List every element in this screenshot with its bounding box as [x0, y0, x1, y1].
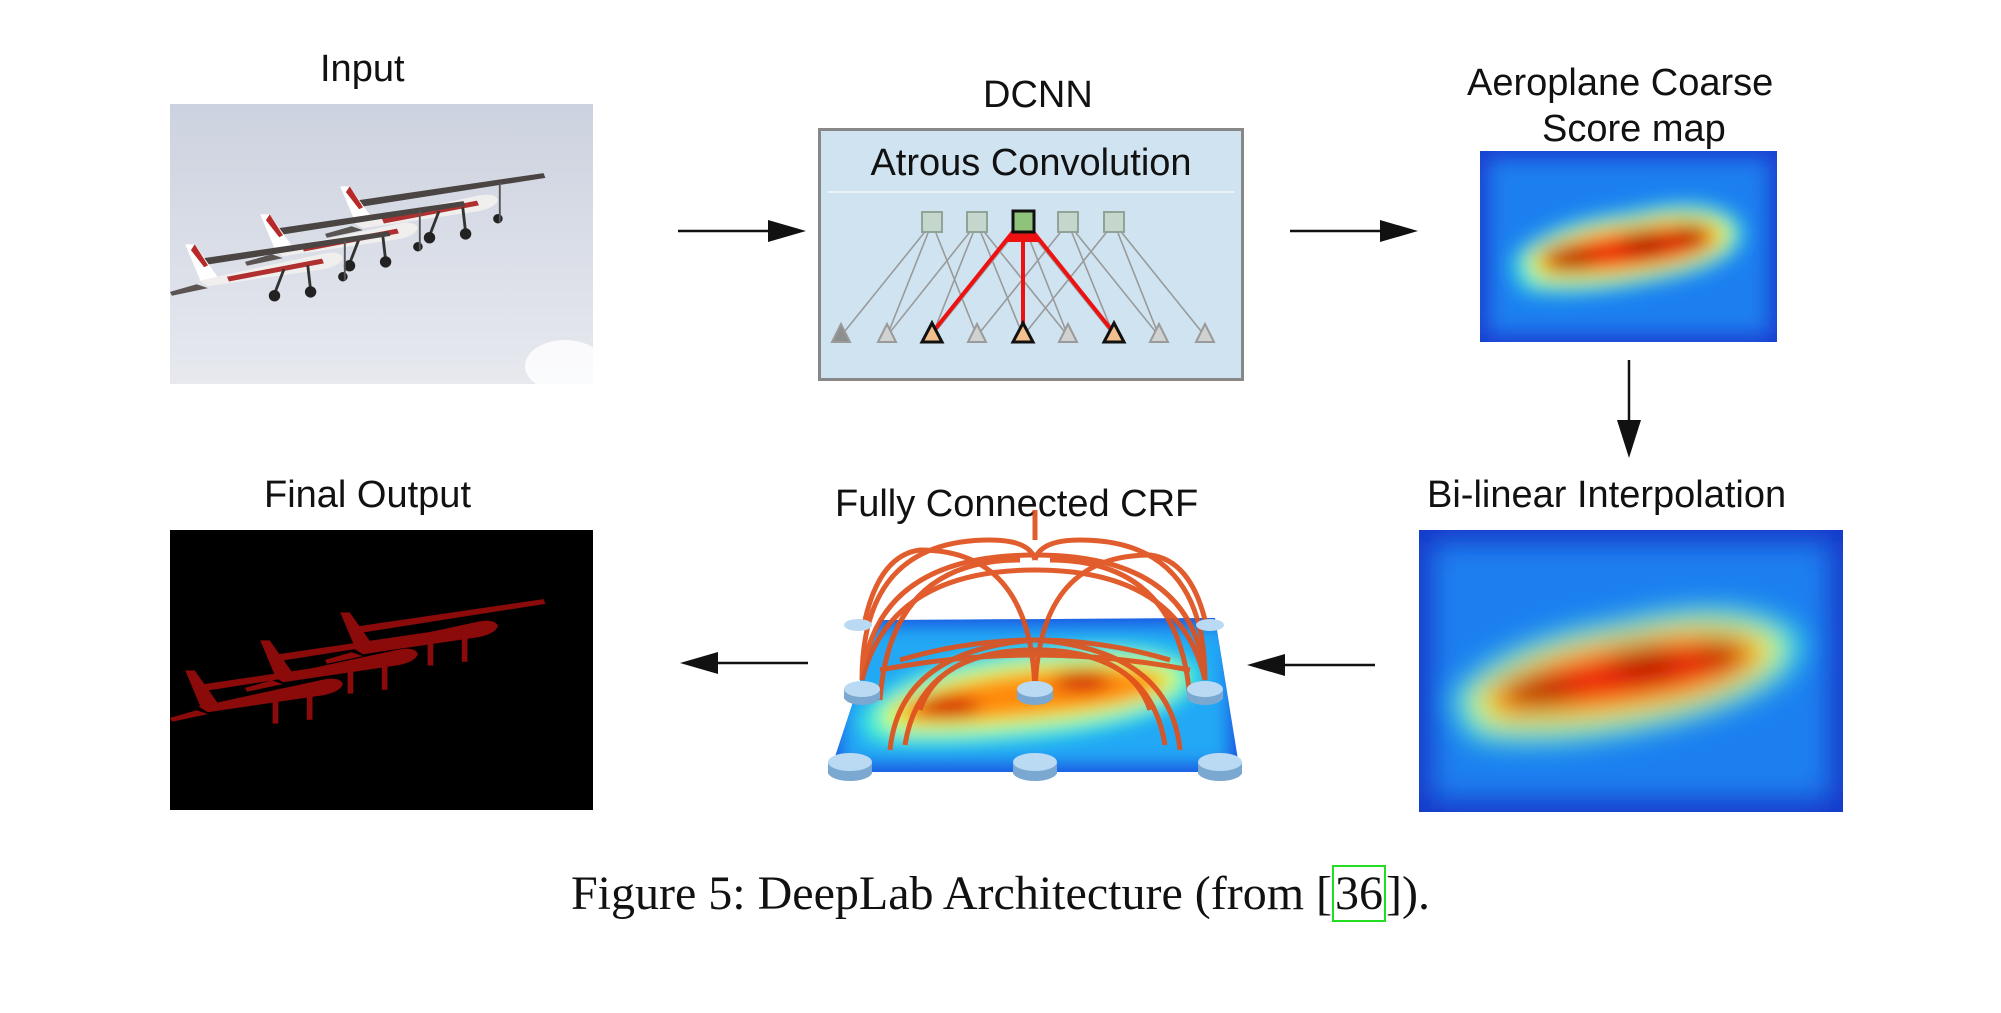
arrow-right-icon	[1290, 220, 1418, 242]
atrous-convolution-label: Atrous Convolution	[870, 142, 1192, 184]
dcnn-box: Atrous Convolution	[818, 128, 1244, 381]
caption-suffix: ]).	[1386, 867, 1430, 920]
final-output-image	[170, 530, 593, 810]
caption-prefix: Figure 5: DeepLab Architecture (from [	[570, 867, 1333, 920]
coarse-title-line1: Aeroplane Coarse	[1467, 62, 1774, 104]
coarse-title-line2: Score map	[1542, 108, 1726, 150]
crf-title: Fully Connected CRF	[835, 483, 1199, 525]
coarse-score-map	[1480, 151, 1777, 342]
figure-caption: Figure 5: DeepLab Architecture (from [36…	[0, 865, 2001, 922]
output-title: Final Output	[264, 474, 471, 516]
bilinear-title: Bi-linear Interpolation	[1427, 474, 1787, 516]
arrow-left-icon	[1247, 654, 1375, 676]
arrow-left-icon	[680, 652, 808, 674]
citation-link[interactable]: 36	[1332, 865, 1387, 922]
input-title: Input	[320, 48, 405, 90]
arrow-down-icon	[1617, 360, 1641, 458]
bilinear-map	[1419, 530, 1843, 812]
input-image	[170, 104, 593, 384]
crf-graph	[820, 500, 1250, 785]
dcnn-title: DCNN	[983, 74, 1093, 116]
arrow-right-icon	[678, 220, 806, 242]
